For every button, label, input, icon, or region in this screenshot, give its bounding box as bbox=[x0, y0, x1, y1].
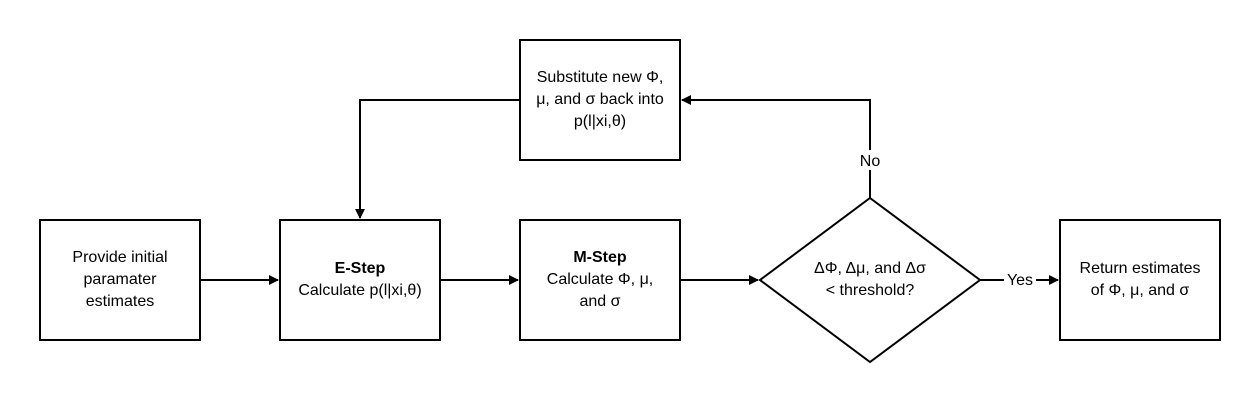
node-substitute-line-3: p(l|xi,θ) bbox=[574, 113, 626, 130]
node-estep-line-1: Calculate p(l|xi,θ) bbox=[298, 282, 421, 299]
node-start-box bbox=[39, 219, 201, 341]
node-return-estimates: Return estimates of Φ, μ, and σ bbox=[1059, 219, 1221, 341]
node-start-line-3: estimates bbox=[86, 293, 154, 310]
node-start-line-2: paramater bbox=[84, 271, 158, 288]
node-mstep-box bbox=[519, 219, 681, 341]
node-substitute-line-1: Substitute new Φ, bbox=[537, 69, 664, 86]
no-edge-label: No bbox=[860, 153, 881, 170]
yes-label-background bbox=[1004, 270, 1036, 290]
edge-substitute-to-estep bbox=[355, 99, 520, 219]
node-decision-diamond bbox=[758, 196, 982, 364]
node-start-line-1: Provide initial bbox=[72, 249, 167, 266]
edge-decision-to-substitute bbox=[681, 95, 871, 198]
node-decision-line-1: ΔΦ, Δμ, and Δσ bbox=[814, 260, 926, 277]
node-mstep-title: M-Step bbox=[573, 249, 627, 266]
node-provide-initial-estimates: Provide initial paramater estimates bbox=[39, 219, 201, 341]
node-substitute-line-2: μ, and σ back into bbox=[536, 91, 664, 108]
node-e-step: E-Step Calculate p(l|xi,θ) bbox=[279, 219, 441, 341]
node-mstep-line-1: Calculate Φ, μ, bbox=[547, 271, 653, 288]
node-mstep-line-2: and σ bbox=[579, 293, 620, 310]
node-substitute-box bbox=[519, 39, 681, 161]
node-result-box bbox=[1059, 219, 1221, 341]
node-result-line-2: of Φ, μ, and σ bbox=[1091, 282, 1190, 299]
node-result-line-1: Return estimates bbox=[1080, 260, 1201, 277]
yes-edge-label: Yes bbox=[1007, 272, 1033, 289]
node-m-step: M-Step Calculate Φ, μ, and σ bbox=[519, 219, 681, 341]
node-threshold-decision: ΔΦ, Δμ, and Δσ < threshold? bbox=[758, 196, 982, 364]
node-estep-box bbox=[279, 219, 441, 341]
node-decision-line-2: < threshold? bbox=[826, 282, 915, 299]
no-label-background bbox=[856, 150, 884, 170]
node-estep-title: E-Step bbox=[335, 260, 386, 277]
node-substitute-back: Substitute new Φ, μ, and σ back into p(l… bbox=[519, 39, 681, 161]
